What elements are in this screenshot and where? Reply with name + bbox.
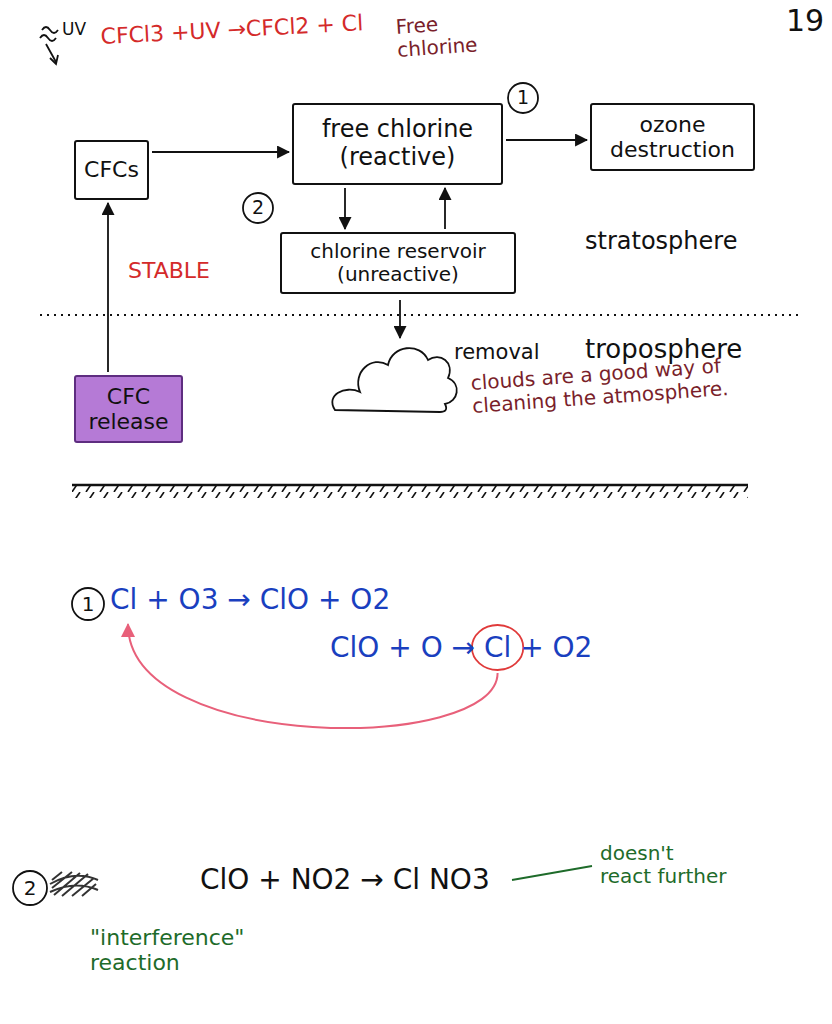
ground-line <box>72 484 748 487</box>
callout-number: 1 <box>517 87 529 109</box>
node-text: CFC release <box>84 384 173 435</box>
process-box: CFCs <box>74 140 149 200</box>
reaction-equation: Cl + O3 → ClO + O2 <box>110 584 390 616</box>
flow-arrow <box>152 151 289 153</box>
flow-arrow <box>506 139 587 141</box>
region-label: stratosphere <box>585 228 737 256</box>
page-number: 19 <box>786 4 824 39</box>
annotation: Free chlorine <box>395 9 498 62</box>
edge-label: STABLE <box>128 258 210 283</box>
callout-number: 1 <box>82 593 95 616</box>
annotation: "interference" reaction <box>90 925 300 976</box>
uv-arrowhead <box>50 55 58 64</box>
process-box: free chlorine (reactive) <box>292 103 503 185</box>
ground-hatching <box>72 486 748 498</box>
node-text: CFCs <box>84 157 139 182</box>
source-box: CFC release <box>74 375 183 443</box>
annotation: removal <box>454 340 540 364</box>
flow-arrow <box>344 188 346 229</box>
node-text: ozone destruction <box>600 112 745 163</box>
callout-number: 2 <box>252 197 264 219</box>
annotation: doesn't react further <box>600 842 730 888</box>
process-box: chlorine reservoir (unreactive) <box>280 232 516 294</box>
callout-circle <box>13 871 47 905</box>
uv-squiggle <box>40 27 58 62</box>
node-text: free chlorine (reactive) <box>302 116 493 171</box>
cloud <box>332 348 456 412</box>
callout-circle <box>72 588 104 620</box>
node-text: chlorine reservoir (unreactive) <box>290 240 506 286</box>
removal-arrow <box>399 300 401 338</box>
tropopause-line <box>40 314 800 316</box>
flow-arrow <box>107 203 109 372</box>
callout-number: 2 <box>24 877 37 900</box>
reaction-equation: ClO + NO2 → Cl NO3 <box>200 864 490 896</box>
leader-line <box>512 866 592 880</box>
callout-circle <box>508 83 538 113</box>
reaction-equation: CFCl3 +UV →CFCl2 + Cl <box>100 10 364 49</box>
process-box: ozone destruction <box>590 103 755 171</box>
uv-label: UV <box>62 20 86 40</box>
reaction-equation: ClO + O → Cl + O2 <box>330 632 592 664</box>
scribble <box>50 872 98 896</box>
flow-arrow <box>444 188 446 229</box>
callout-circle <box>243 193 273 223</box>
